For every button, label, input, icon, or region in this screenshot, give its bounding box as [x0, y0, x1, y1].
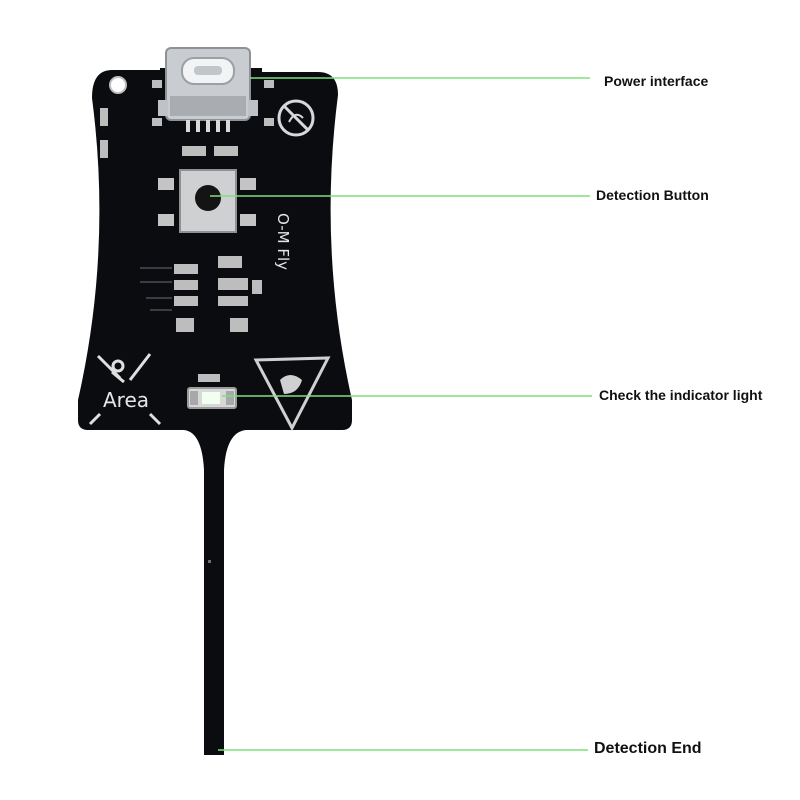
mounting-hole	[109, 76, 127, 94]
usb-c-port	[158, 47, 258, 132]
pcb-body	[78, 68, 352, 755]
indicator-led	[187, 374, 237, 409]
pcb-traces	[140, 267, 172, 311]
label-detection-button: Detection Button	[596, 187, 709, 203]
label-detection-end: Detection End	[594, 740, 702, 757]
probe-tip	[208, 560, 211, 563]
area-icon	[88, 353, 162, 426]
tactile-button	[158, 169, 256, 233]
label-power-interface: Power interface	[604, 73, 708, 89]
callout-lines	[210, 77, 592, 751]
pcb-board: O-M Fly	[78, 47, 352, 755]
brand-label: O-M Fly	[274, 213, 292, 270]
area-label: Area	[103, 388, 149, 412]
smd-pads-top	[100, 80, 274, 158]
label-indicator-light: Check the indicator light	[599, 387, 763, 403]
smd-components	[174, 256, 262, 332]
esd-warning-icon	[253, 356, 331, 432]
no-symbol-icon	[277, 99, 315, 137]
